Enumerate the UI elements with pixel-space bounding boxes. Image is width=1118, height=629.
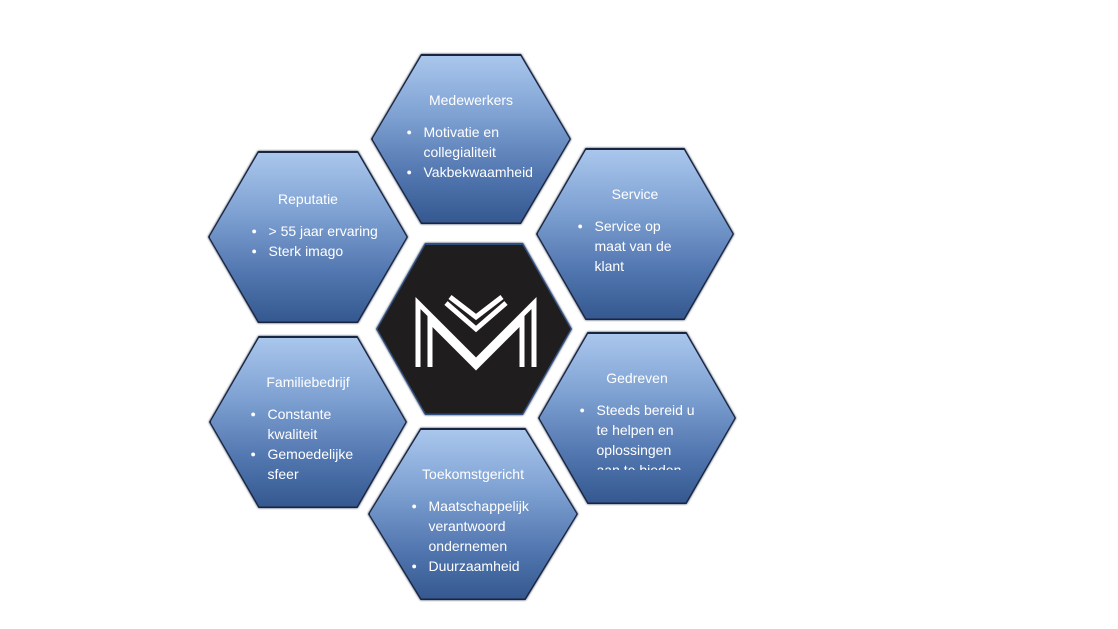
list-item: Motivatie en collegialiteit	[407, 122, 547, 162]
list-item: Service op maat van de klant	[578, 216, 678, 276]
hex-medewerkers: Medewerkers Motivatie en collegialiteit …	[371, 54, 571, 224]
bullet-list: Motivatie en collegialiteit Vakbekwaamhe…	[407, 122, 547, 182]
hex-service: Service Service op maat van de klant	[536, 148, 734, 320]
hex-title: Reputatie	[278, 190, 338, 207]
hex-title: Gedreven	[606, 369, 668, 386]
hex-familiebedrijf: Familiebedrijf Constante kwaliteit Gemoe…	[209, 336, 407, 508]
list-item: Duurzaamheid	[412, 556, 540, 576]
list-item: Steeds bereid u te helpen en oplossingen…	[580, 400, 698, 470]
list-item: Sterk imago	[252, 241, 392, 261]
mm-monogram-icon	[415, 294, 536, 371]
list-item: Maatschappelijk verantwoord ondernemen	[412, 496, 540, 556]
hex-gedreven: Gedreven Steeds bereid u te helpen en op…	[538, 332, 736, 504]
bullet-list: Steeds bereid u te helpen en oplossingen…	[580, 400, 698, 470]
hex-toekomstgericht: Toekomstgericht Maatschappelijk verantwo…	[368, 428, 578, 600]
bullet-clip: Steeds bereid u te helpen en oplossingen…	[580, 400, 698, 470]
hex-title: Familiebedrijf	[266, 373, 350, 390]
bullet-list: Constante kwaliteit Gemoedelijke sfeer	[251, 404, 371, 484]
bullet-list: > 55 jaar ervaring Sterk imago	[252, 221, 392, 261]
list-item: Vakbekwaamheid	[407, 162, 547, 182]
hex-title: Service	[611, 185, 659, 202]
list-item: > 55 jaar ervaring	[252, 221, 392, 241]
hex-reputatie: Reputatie > 55 jaar ervaring Sterk imago	[208, 151, 408, 323]
list-item: Gemoedelijke sfeer	[251, 444, 371, 484]
bullet-list: Maatschappelijk verantwoord ondernemen D…	[412, 496, 540, 576]
hex-title: Toekomstgericht	[422, 465, 524, 482]
list-item: Constante kwaliteit	[251, 404, 371, 444]
hex-center-logo	[376, 243, 572, 415]
hex-title: Medewerkers	[428, 91, 514, 108]
bullet-list: Service op maat van de klant	[578, 216, 678, 276]
